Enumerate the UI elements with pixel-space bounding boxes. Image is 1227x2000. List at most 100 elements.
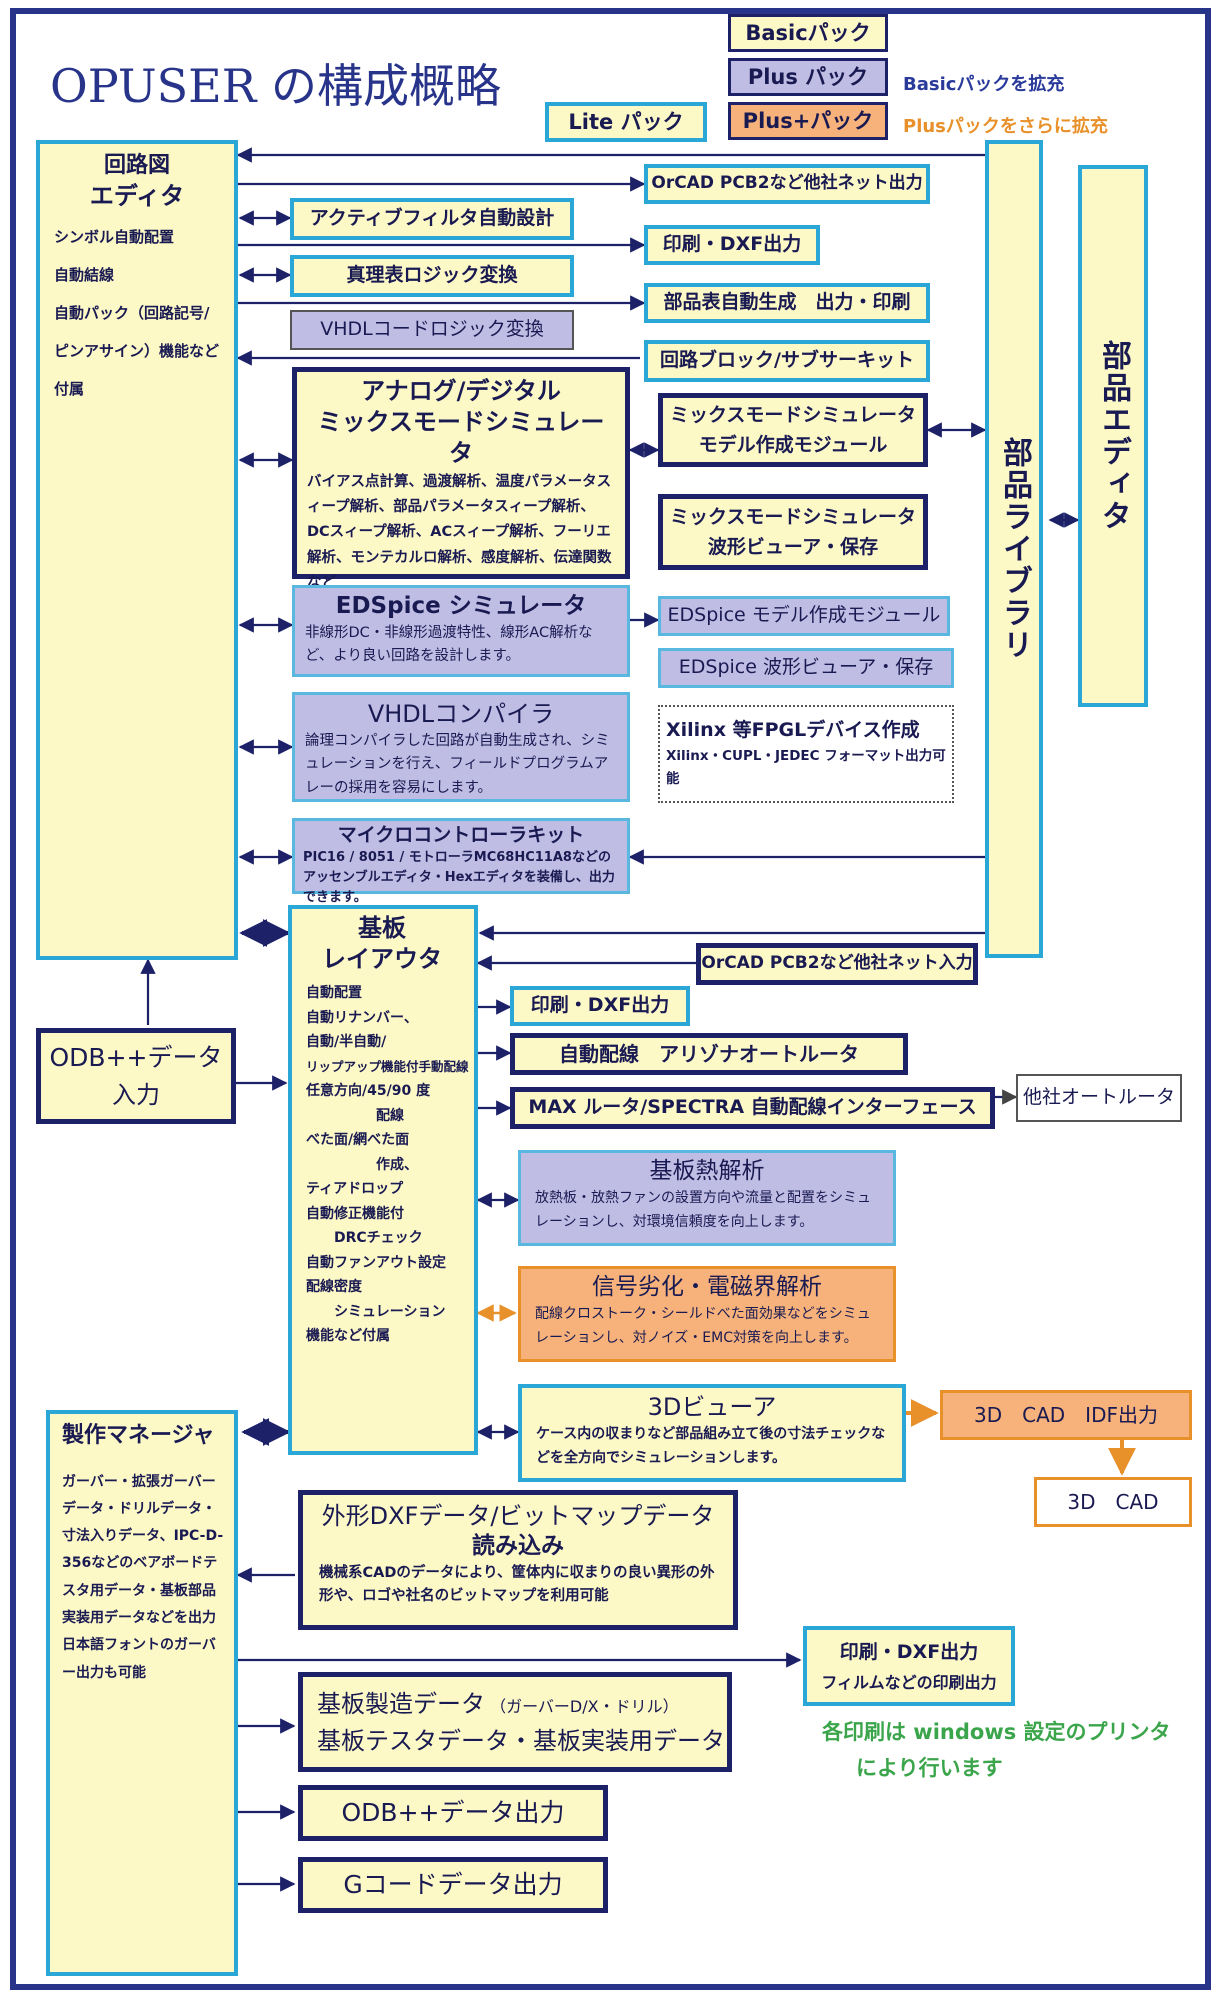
other-autorouter-box: 他社オートルータ	[1016, 1074, 1182, 1122]
viewer-3d-description: ケース内の収まりなど部品組み立て後の寸法チェックなどを全方向でシミュレーションし…	[536, 1426, 886, 1466]
printer-footnote-line-1: 各印刷は windows 設定のプリンタ	[822, 1720, 1171, 1744]
edspice-title: EDSpice シミュレータ	[335, 593, 587, 619]
truth-table-label: 真理表ロジック変換	[346, 264, 518, 287]
bom-output-box: 部品表自動生成 出力・印刷	[644, 283, 930, 323]
board-layouter-block: 基板 レイアウタ 自動配置 自動リナンバー、 自動/半自動/ リップアップ機能付…	[288, 905, 478, 1455]
orcad-net-input-box: OrCAD PCB2など他社ネット入力	[696, 943, 978, 985]
microcontroller-kit-description: PIC16 / 8051 / モトローラMC68HC11A8などのアッセンブルエ…	[303, 849, 615, 905]
legend-lite: Lite パック	[545, 102, 707, 142]
vhdl-code-box: VHDLコードロジック変換	[290, 310, 574, 350]
dxf-bitmap-title-1: 外形DXFデータ/ビットマップデータ	[321, 1502, 715, 1530]
schematic-editor-block: 回路図 エディタ シンボル自動配置 自動結線 自動パック（回路記号/ ピンアサイ…	[36, 140, 238, 960]
mixed-mode-model-line-1: ミックスモードシミュレータ	[669, 403, 917, 426]
edspice-model-label: EDSpice モデル作成モジュール	[667, 604, 941, 627]
other-autorouter-label: 他社オートルータ	[1022, 1086, 1175, 1109]
dxf-bitmap-description: 機械系CADのデータにより、筐体内に収まりの良い異形の外形や、ロゴや社名のビット…	[319, 1565, 715, 1605]
board-mfg-label-1b: （ガーバーD/X・ドリル）	[490, 1697, 679, 1716]
mixed-mode-model-line-2: モデル作成モジュール	[698, 434, 888, 456]
schematic-item: 自動パック（回路記号/	[54, 303, 210, 322]
layout-item: リップアップ機能付手動配線	[306, 1058, 469, 1074]
arizona-autorouter-label: 自動配線 アリゾナオートルータ	[559, 1041, 859, 1066]
arizona-autorouter-box: 自動配線 アリゾナオートルータ	[510, 1033, 908, 1075]
signal-em-description: 配線クロストーク・シールドべた面効果などをシミュレーションし、対ノイズ・EMC対…	[535, 1305, 871, 1346]
odb-data-output-label: ODB++データ出力	[341, 1797, 565, 1827]
layout-item: シミュレーション	[306, 1303, 446, 1320]
print-dxf-output-box-1: 印刷・DXF出力	[644, 225, 820, 265]
max-spectra-router-label: MAX ルータ/SPECTRA 自動配線インターフェース	[528, 1096, 977, 1119]
layout-item: 任意方向/45/90 度	[306, 1083, 431, 1100]
gcode-data-output-box: Gコードデータ出力	[298, 1857, 608, 1913]
viewer-3d-block: 3Dビューア ケース内の収まりなど部品組み立て後の寸法チェックなどを全方向でシミ…	[518, 1384, 906, 1482]
layout-item: 配線密度	[306, 1279, 362, 1296]
circuit-block-box: 回路ブロック/サブサーキット	[644, 340, 930, 382]
xilinx-fpgl-box: Xilinx 等FPGLデバイス作成 Xilinx・CUPL・JEDEC フォー…	[658, 705, 954, 803]
board-thermal-description: 放熱板・放熱ファンの設置方向や流量と配置をシミュレーションし、対環境信頼度を向上…	[535, 1189, 871, 1230]
edspice-wave-box: EDSpice 波形ビューア・保存	[658, 648, 954, 688]
vhdl-compiler-block: VHDLコンパイラ 論理コンパイラした回路が自動生成され、シミュレーションを行え…	[292, 692, 630, 802]
parts-library-label: 部品ライブラリ	[997, 437, 1032, 661]
odb-data-input-line-1: ODB++データ	[49, 1043, 223, 1073]
active-filter-box: アクティブフィルタ自動設計	[290, 198, 574, 240]
mixed-mode-wave-line-2: 波形ビューア・保存	[707, 536, 879, 558]
microcontroller-kit-block: マイクロコントローラキット PIC16 / 8051 / モトローラMC68HC…	[292, 818, 630, 905]
board-mfg-line-1: 基板製造データ （ガーバーD/X・ドリル）	[317, 1685, 713, 1723]
legend-basic-label: Basicパック	[745, 20, 871, 45]
print-dxf-output-label-1: 印刷・DXF出力	[662, 233, 802, 256]
layout-item: 自動/半自動/	[306, 1034, 387, 1051]
board-mfg-label-1: 基板製造データ	[317, 1690, 485, 1718]
legend-lite-label: Lite パック	[568, 109, 684, 134]
schematic-item: 自動結線	[54, 265, 115, 284]
print-dxf-output-label-3: 印刷・DXF出力	[839, 1641, 979, 1664]
signal-em-title: 信号劣化・電磁界解析	[592, 1274, 822, 1300]
mixed-mode-wave-box: ミックスモードシミュレータ 波形ビューア・保存	[658, 494, 928, 570]
edspice-description: 非線形DC・非線形過渡特性、線形AC解析など、より良い回路を設計します。	[305, 624, 593, 665]
cad-idf-output-box: 3D CAD IDF出力	[940, 1390, 1192, 1440]
edspice-wave-label: EDSpice 波形ビューア・保存	[678, 656, 934, 679]
layout-item: 機能など付属	[306, 1328, 390, 1345]
legend-plus-note: Basicパックを拡充	[903, 74, 1065, 95]
odb-data-input-box: ODB++データ 入力	[36, 1028, 236, 1124]
layout-item: 自動修正機能付	[306, 1205, 404, 1222]
print-dxf-output-label-2: 印刷・DXF出力	[530, 994, 670, 1017]
dxf-bitmap-title-2: 読み込み	[472, 1533, 564, 1560]
legend-plusplus-note: Plusパックをさらに拡充	[903, 116, 1108, 137]
layout-item: 自動リナンバー、	[306, 1009, 418, 1026]
schematic-item: ピンアサイン）機能など	[54, 341, 220, 360]
parts-editor-block: 部品エディタ	[1078, 165, 1148, 707]
board-mfg-label-2: 基板テスタデータ・基板実装用データ	[317, 1727, 725, 1756]
layout-item: DRCチェック	[306, 1230, 423, 1247]
odb-data-input-line-2: 入力	[112, 1080, 160, 1109]
legend-plusplus-label: Plus+パック	[742, 108, 874, 133]
circuit-block-label: 回路ブロック/サブサーキット	[660, 349, 914, 372]
layout-item: ティアドロップ	[306, 1181, 404, 1198]
xilinx-fpgl-title: Xilinx 等FPGLデバイス作成	[666, 719, 920, 741]
schematic-editor-title-2: エディタ	[89, 181, 185, 210]
print-dxf-output-box-3: 印刷・DXF出力 フィルムなどの印刷出力	[803, 1626, 1015, 1706]
cad-3d-label: 3D CAD	[1067, 1489, 1159, 1514]
manufacturing-manager-description: ガーバー・拡張ガーバーデータ・ドリルデータ・寸法入りデータ、IPC-D-356な…	[62, 1473, 224, 1681]
legend-plusplus: Plus+パック	[728, 102, 888, 140]
board-layouter-title-2: レイアウタ	[322, 945, 442, 974]
layout-item: べた面/網べた面	[306, 1132, 410, 1149]
board-thermal-title: 基板熱解析	[649, 1158, 765, 1184]
parts-editor-label: 部品エディタ	[1096, 340, 1131, 532]
parts-library-block: 部品ライブラリ	[985, 140, 1043, 958]
dxf-bitmap-import-block: 外形DXFデータ/ビットマップデータ 読み込み 機械系CADのデータにより、筐体…	[298, 1490, 738, 1630]
mixed-mode-wave-line-1: ミックスモードシミュレータ	[669, 505, 917, 528]
legend-plus-label: Plus パック	[747, 64, 869, 89]
layout-item: 自動配置	[306, 985, 362, 1002]
cad-idf-output-label: 3D CAD IDF出力	[974, 1402, 1158, 1427]
xilinx-fpgl-description: Xilinx・CUPL・JEDEC フォーマット出力可能	[666, 748, 946, 788]
orcad-net-output-label: OrCAD PCB2など他社ネット出力	[651, 173, 923, 194]
schematic-item: 付属	[54, 379, 85, 398]
viewer-3d-title: 3Dビューア	[647, 1393, 777, 1421]
board-layouter-items: 自動配置 自動リナンバー、 自動/半自動/ リップアップ機能付手動配線 任意方向…	[306, 981, 469, 1349]
schematic-editor-title-1: 回路図	[103, 153, 170, 178]
vhdl-compiler-description: 論理コンパイラした回路が自動生成され、シミュレーションを行え、フィールドプログラ…	[305, 733, 610, 796]
layout-item: 自動ファンアウト設定	[306, 1254, 446, 1271]
mixed-mode-title-2: ミックスモードシミュレータ	[317, 408, 605, 468]
bom-output-label: 部品表自動生成 出力・印刷	[663, 291, 911, 314]
orcad-net-output-box: OrCAD PCB2など他社ネット出力	[644, 164, 930, 204]
